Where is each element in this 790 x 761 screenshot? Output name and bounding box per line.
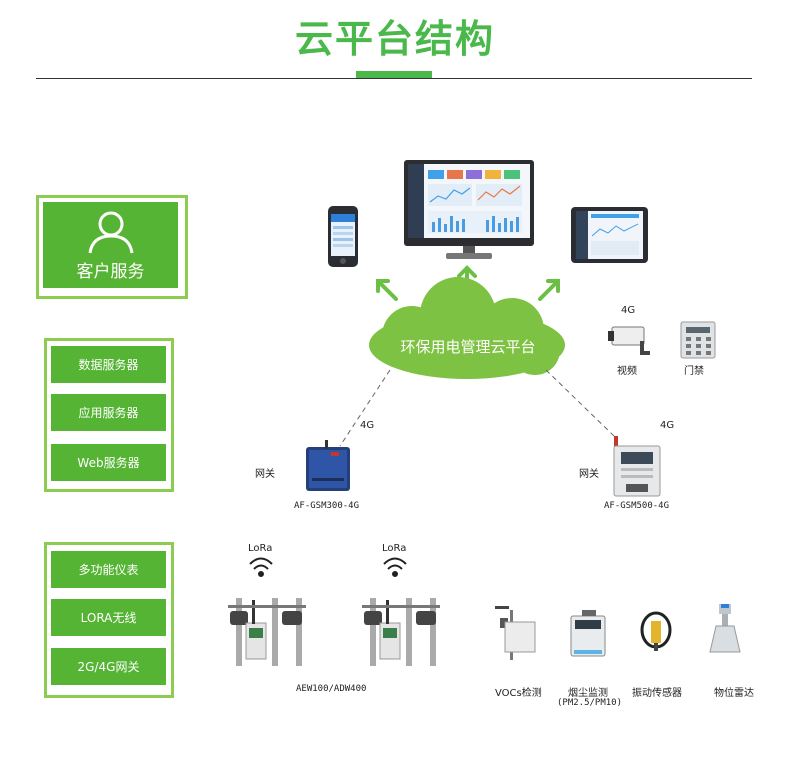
camera-icon[interactable] <box>608 326 650 355</box>
web-server-box[interactable]: Web服务器 <box>51 444 166 481</box>
link-lines <box>339 369 615 447</box>
customer-service-box[interactable]: 客户服务 <box>43 202 178 288</box>
right-gateway-link-label: 4G <box>660 420 675 431</box>
data-server-box[interactable]: 数据服务器 <box>51 346 166 383</box>
door-label: 门禁 <box>684 366 704 377</box>
cloud-platform-label: 环保用电管理云平台 <box>400 338 536 356</box>
gateway-300-icon[interactable] <box>306 440 350 491</box>
cloud-icon[interactable] <box>369 277 565 379</box>
gateway-500-icon[interactable] <box>613 436 661 497</box>
tablet-icon[interactable] <box>571 207 648 263</box>
title-divider <box>36 78 752 79</box>
title-accent-bar <box>356 71 432 78</box>
lora-label-2: LoRa <box>382 543 407 554</box>
right-gateway-model: AF-GSM500-4G <box>604 501 670 511</box>
app-server-box[interactable]: 应用服务器 <box>51 394 166 431</box>
lora-label-1: LoRa <box>248 543 273 554</box>
vibration-label: 振动传感器 <box>632 688 682 699</box>
user-icon <box>88 211 133 253</box>
access-control-icon[interactable] <box>680 321 716 359</box>
right-gateway-label: 网关 <box>579 469 599 480</box>
meter-assembly-icon[interactable] <box>228 598 306 666</box>
video-link-label: 4G <box>621 305 636 316</box>
smoke-sub-label: (PM2.5/PM10) <box>557 698 623 708</box>
phone-icon[interactable] <box>328 206 358 267</box>
level-radar-icon[interactable] <box>709 604 741 653</box>
left-gateway-label: 网关 <box>255 469 275 480</box>
monitor-icon[interactable] <box>404 160 534 259</box>
wifi-icon <box>249 557 273 577</box>
vocs-label: VOCs检测 <box>495 688 542 699</box>
left-gateway-model: AF-GSM300-4G <box>294 501 360 511</box>
gateway-2g4g-box[interactable]: 2G/4G网关 <box>51 648 166 685</box>
radar-label: 物位雷达 <box>714 688 754 699</box>
left-gateway-link-label: 4G <box>360 420 375 431</box>
multifunction-meter-box[interactable]: 多功能仪表 <box>51 551 166 588</box>
customer-service-label: 客户服务 <box>76 261 145 282</box>
vocs-detector-icon[interactable] <box>495 606 536 660</box>
smoke-monitor-icon[interactable] <box>570 610 606 657</box>
vibration-sensor-icon[interactable] <box>640 611 672 651</box>
video-label: 视频 <box>617 366 637 377</box>
page-title: 云平台结构 <box>294 17 495 61</box>
meter-model-label: AEW100/ADW400 <box>296 684 367 694</box>
meter-assembly-icon[interactable] <box>362 598 440 666</box>
wifi-icon <box>383 557 407 577</box>
lora-wireless-box[interactable]: LORA无线 <box>51 599 166 636</box>
smoke-label: 烟尘监测 <box>568 688 608 699</box>
